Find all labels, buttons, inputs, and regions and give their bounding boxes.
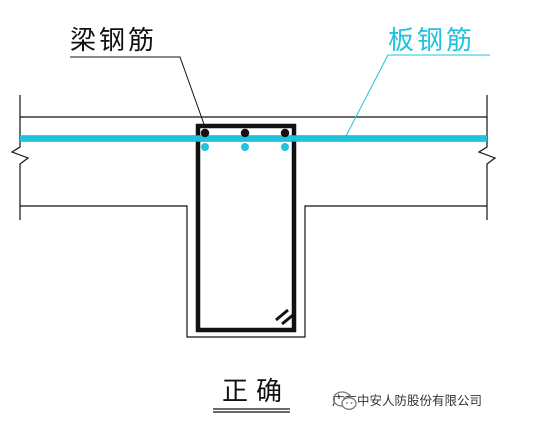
slab-outline — [20, 116, 487, 338]
slab-bar-dots — [201, 143, 289, 151]
break-lines — [10, 95, 497, 220]
beam-steel-label: 梁钢筋 — [70, 26, 158, 56]
beam-bar-middle — [240, 128, 250, 138]
slab-dot-middle — [241, 143, 249, 151]
caption-underline — [213, 408, 290, 413]
beam-stirrup — [195, 123, 297, 333]
slab-dot-left — [201, 143, 209, 151]
beam-bar-right — [280, 128, 290, 138]
beam-steel-leader — [70, 56, 206, 128]
beam-bar-left — [200, 128, 210, 138]
stirrup-hook-1 — [275, 308, 289, 322]
slab-rebar-line — [20, 135, 487, 142]
caption-correct: 正确 — [222, 377, 291, 407]
left-break-line — [10, 95, 30, 220]
stirrup-inner-highlight — [201, 129, 291, 327]
slab-dot-right — [281, 143, 289, 151]
right-break-line — [477, 95, 497, 220]
slab-rebar — [20, 135, 487, 142]
watermark-text: 广东中安人防股份有限公司 — [332, 393, 483, 408]
slab-steel-label: 板钢筋 — [388, 26, 476, 56]
slab-bottom-and-beam-outline — [20, 205, 487, 338]
stirrup-outer — [195, 123, 297, 333]
slab-steel-leader — [345, 54, 490, 137]
watermark: 广东中安人防股份有限公司 — [332, 390, 483, 410]
wechat-icon — [332, 391, 357, 410]
beam-top-bars — [200, 128, 290, 138]
stirrup-hook-2 — [281, 313, 294, 326]
